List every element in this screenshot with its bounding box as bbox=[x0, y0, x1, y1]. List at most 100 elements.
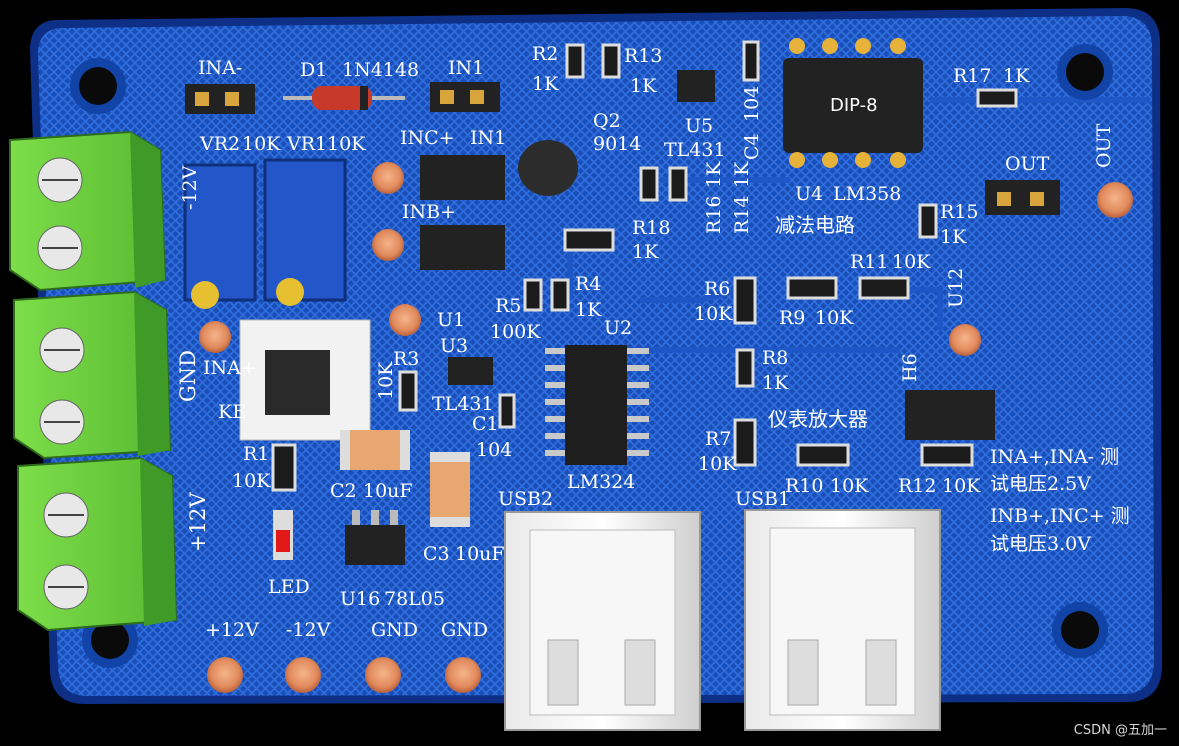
label-pad-p12v: +12V bbox=[205, 619, 259, 641]
label-c4-val: 104 bbox=[741, 86, 763, 122]
regulator-u16 bbox=[345, 510, 405, 565]
q2-transistor bbox=[518, 140, 578, 196]
usb-connectors bbox=[504, 509, 941, 731]
potentiometers bbox=[183, 158, 347, 309]
pin-headers bbox=[185, 82, 1060, 440]
label-h6: H6 bbox=[899, 353, 921, 382]
label-u2: U2 bbox=[604, 317, 632, 339]
label-ina-minus: INA- bbox=[198, 57, 242, 79]
label-r4: R4 bbox=[575, 273, 601, 295]
label-u3-part: TL431 bbox=[432, 393, 494, 415]
label-inc-plus: INC+ bbox=[400, 127, 455, 149]
label-r1-val: 10K bbox=[232, 470, 271, 492]
u3-chip bbox=[448, 357, 493, 385]
label-r14: R14 bbox=[731, 196, 753, 234]
label-u16: U16 bbox=[340, 588, 380, 610]
label-ina-plus-cut: INA+ bbox=[203, 357, 257, 379]
label-r15-val: 1K bbox=[940, 226, 967, 248]
label-c4: C4 bbox=[741, 133, 763, 160]
label-r9-val: 10K bbox=[815, 307, 854, 329]
label-r7: R7 bbox=[705, 428, 731, 450]
label-r18-val: 1K bbox=[632, 241, 659, 263]
label-c3-val: 10uF bbox=[455, 543, 505, 565]
label-u16-part: 78L05 bbox=[384, 588, 445, 610]
test-pads bbox=[199, 162, 1133, 693]
label-r7-val: 10K bbox=[698, 453, 737, 475]
label-out-hdr: OUT bbox=[1005, 153, 1050, 175]
label-r14-val: 1K bbox=[731, 161, 753, 188]
label-c1-val: 104 bbox=[476, 439, 512, 461]
label-r5-val: 100K bbox=[490, 321, 541, 343]
label-u1: U1 bbox=[437, 309, 465, 331]
label-r2: R2 bbox=[532, 43, 558, 65]
label-r4-val: 1K bbox=[575, 299, 602, 321]
label-dip8: DIP-8 bbox=[830, 95, 878, 116]
smd-resistors bbox=[271, 40, 1018, 492]
silkscreen: R2 1K R13 1K INA- D1 1N4148 IN1 Q2 9014 … bbox=[176, 43, 1130, 641]
terminal-blocks bbox=[9, 130, 178, 632]
dip8-package bbox=[783, 38, 923, 168]
label-r17: R17 bbox=[953, 65, 991, 87]
label-note-line3: INB+,INC+ 测 bbox=[990, 505, 1130, 527]
label-note-line4: 试电压3.0V bbox=[990, 533, 1091, 555]
label-note-line2: 试电压2.5V bbox=[990, 473, 1091, 495]
label-r10: R10 bbox=[785, 475, 823, 497]
label-d1: D1 bbox=[300, 59, 327, 81]
label-d1-part: 1N4148 bbox=[342, 59, 419, 81]
label-c3: C3 bbox=[423, 543, 450, 565]
watermark: CSDN @五加一 bbox=[1073, 723, 1167, 738]
label-r13-val: 1K bbox=[630, 75, 657, 97]
label-note-line1: INA+,INA- 测 bbox=[990, 446, 1119, 468]
label-pad-gnd2: GND bbox=[441, 619, 488, 641]
label-r6: R6 bbox=[704, 278, 730, 300]
label-p12v-left: +12V bbox=[186, 492, 210, 552]
label-u4: U4 bbox=[795, 183, 823, 205]
label-r12-val: 10K bbox=[942, 475, 981, 497]
label-r15: R15 bbox=[940, 201, 978, 223]
label-q2: Q2 bbox=[593, 110, 621, 132]
led-die bbox=[276, 530, 290, 552]
u5-chip bbox=[677, 70, 715, 102]
capacitors bbox=[340, 430, 470, 527]
label-r2-val: 1K bbox=[532, 73, 559, 95]
label-m12v-left: -12V bbox=[179, 165, 201, 210]
label-r8: R8 bbox=[762, 347, 788, 369]
label-c1: C1 bbox=[472, 413, 499, 435]
label-r6-val: 10K bbox=[694, 303, 733, 325]
label-lm324: LM324 bbox=[567, 471, 635, 493]
label-r9: R9 bbox=[779, 307, 805, 329]
label-pad-m12v: -12V bbox=[286, 619, 331, 641]
label-vr2: VR2 bbox=[199, 133, 240, 155]
label-inst-amp: 仪表放大器 bbox=[768, 407, 868, 431]
label-r12: R12 bbox=[898, 475, 936, 497]
label-r8-val: 1K bbox=[762, 372, 789, 394]
label-u12: U12 bbox=[945, 268, 967, 308]
diode-d1 bbox=[283, 86, 405, 110]
label-inb-plus: INB+ bbox=[402, 201, 456, 223]
label-usb2: USB2 bbox=[498, 488, 553, 510]
label-r16: R16 bbox=[703, 196, 725, 234]
label-r10-val: 10K bbox=[830, 475, 869, 497]
push-switch bbox=[239, 319, 371, 441]
label-out-pad: OUT bbox=[1093, 123, 1115, 168]
label-in1-mid: IN1 bbox=[470, 127, 506, 149]
label-sub-circuit: 减法电路 bbox=[775, 213, 855, 237]
label-r3: R3 bbox=[393, 348, 419, 370]
lm324-package bbox=[545, 345, 649, 465]
label-r16-val: 1K bbox=[703, 161, 725, 188]
label-r17-val: 1K bbox=[1003, 65, 1030, 87]
label-usb1: USB1 bbox=[735, 488, 790, 510]
label-u5: U5 bbox=[685, 115, 713, 137]
label-pad-gnd1: GND bbox=[371, 619, 418, 641]
label-r18: R18 bbox=[632, 217, 670, 239]
label-r11-val: 10K bbox=[892, 251, 931, 273]
label-vr1: VR1 bbox=[286, 133, 327, 155]
label-r1: R1 bbox=[243, 443, 269, 465]
label-led: LED bbox=[268, 576, 310, 598]
label-ke: KE bbox=[218, 401, 246, 423]
label-r3-val: 10K bbox=[375, 361, 397, 400]
label-u5-part: TL431 bbox=[664, 139, 726, 161]
label-u4-part: LM358 bbox=[833, 183, 901, 205]
label-c2-val: 10uF bbox=[363, 480, 413, 502]
